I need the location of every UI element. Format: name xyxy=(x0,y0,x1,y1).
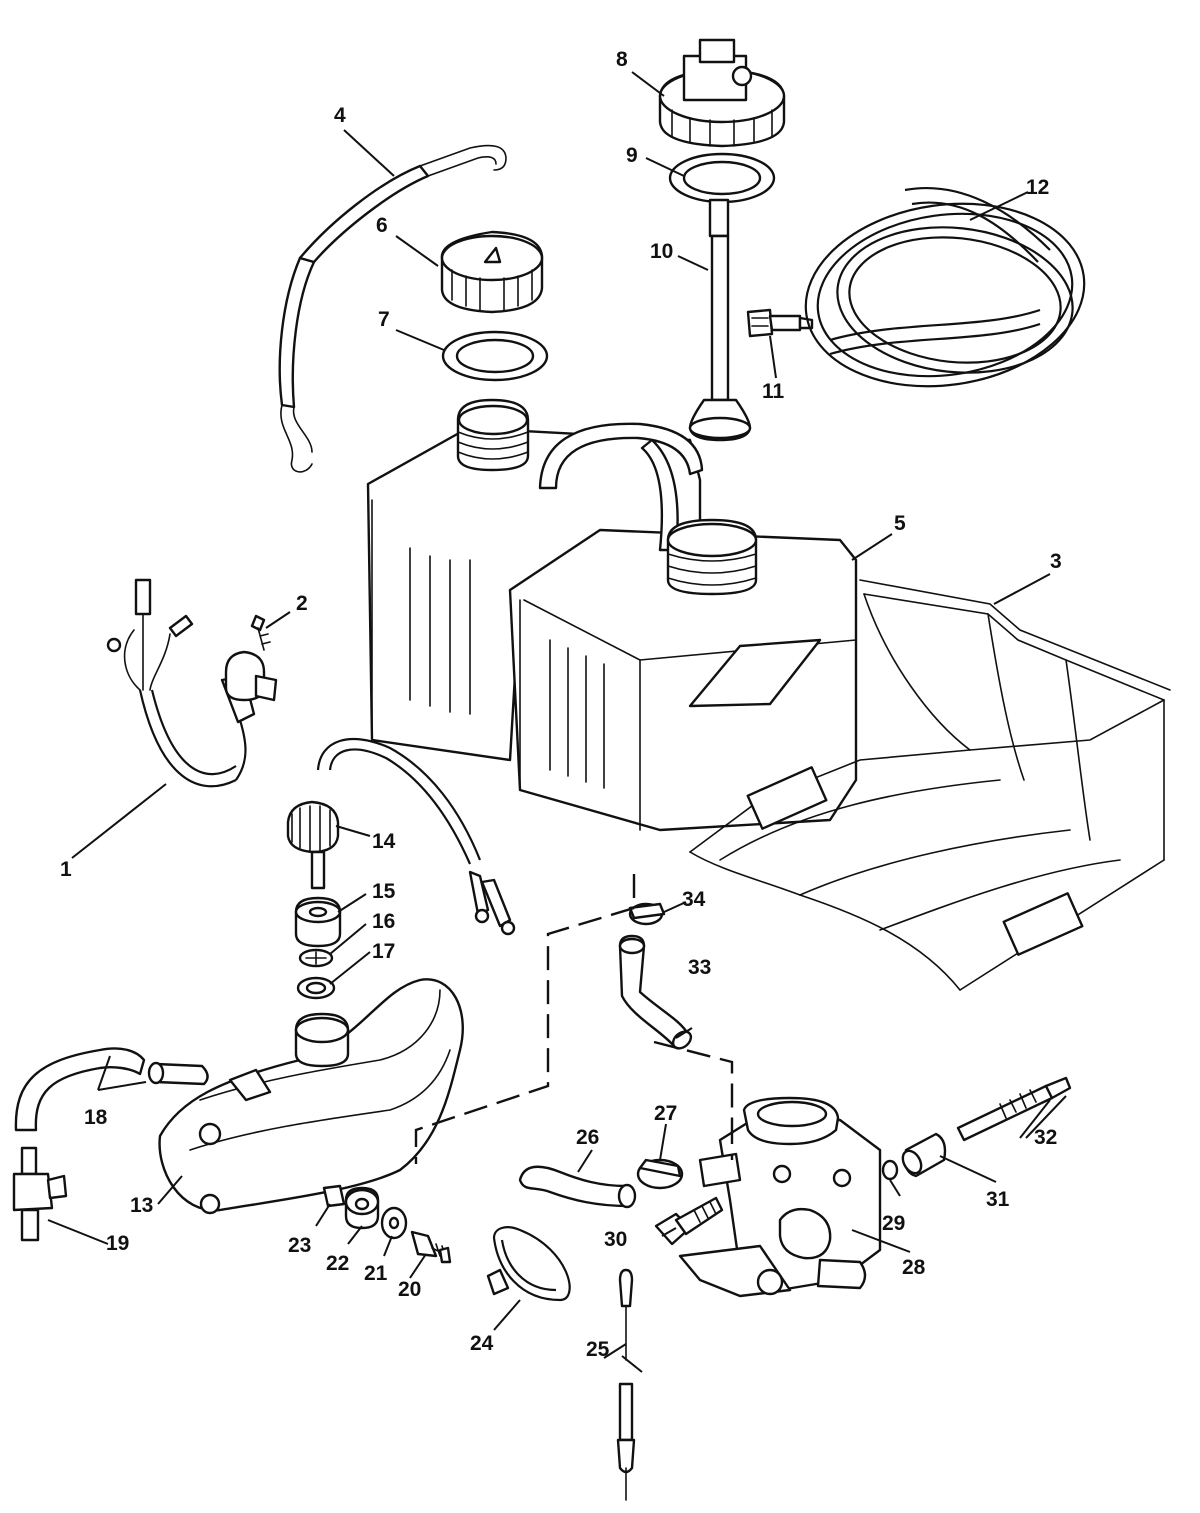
o-ring-part xyxy=(881,1159,899,1181)
callout-20: 20 xyxy=(398,1278,421,1301)
callout-1: 1 xyxy=(60,858,72,881)
callout-29: 29 xyxy=(882,1212,905,1235)
routing-lines xyxy=(414,874,734,1164)
tank-bracket-part xyxy=(689,579,1171,991)
level-sender-part xyxy=(286,737,516,936)
clamp-part xyxy=(486,1226,571,1302)
hose-fitting-part xyxy=(746,308,814,338)
grommet-part xyxy=(344,1186,380,1230)
callout-labels: 1 2 3 4 5 6 7 8 9 10 11 12 13 14 15 16 1… xyxy=(60,48,1062,1361)
callout-9: 9 xyxy=(626,144,638,167)
bushing-part xyxy=(294,896,342,948)
hose-part xyxy=(518,1165,637,1209)
hose-clip-part xyxy=(628,902,666,926)
flat-washer-part xyxy=(296,976,336,1000)
callout-14: 14 xyxy=(372,830,396,853)
callout-31: 31 xyxy=(986,1188,1010,1211)
callout-18: 18 xyxy=(84,1106,108,1129)
hose-coil-part xyxy=(804,186,1086,388)
bolt-part xyxy=(410,1230,452,1264)
callout-8: 8 xyxy=(616,48,628,71)
strap-part xyxy=(278,144,507,473)
callout-17: 17 xyxy=(372,940,395,963)
callout-28: 28 xyxy=(902,1256,926,1279)
callout-16: 16 xyxy=(372,910,395,933)
link-rod-part xyxy=(616,1268,636,1501)
callout-5: 5 xyxy=(894,512,906,535)
cap-gasket-part xyxy=(441,330,549,382)
pump-hose-part xyxy=(618,934,693,1050)
callout-21: 21 xyxy=(364,1262,388,1285)
callout-24: 24 xyxy=(470,1332,494,1355)
wiring-harness-part xyxy=(106,578,278,788)
callout-23: 23 xyxy=(288,1234,311,1257)
oil-tank-part xyxy=(366,398,858,832)
oil-pump-part xyxy=(678,1096,882,1298)
pickup-tube-part xyxy=(688,198,752,442)
callout-11: 11 xyxy=(762,380,785,403)
callout-7: 7 xyxy=(378,308,390,331)
callout-13: 13 xyxy=(130,1194,153,1217)
callout-25: 25 xyxy=(586,1338,610,1361)
sleeve-part xyxy=(322,1184,346,1208)
star-washer-part xyxy=(298,948,334,968)
pickup-cap-part xyxy=(658,38,786,148)
hose-clamp-part xyxy=(636,1158,684,1190)
callout-12: 12 xyxy=(1026,176,1049,199)
callout-27: 27 xyxy=(654,1102,677,1125)
oil-reservoir-part xyxy=(158,978,464,1215)
callout-22: 22 xyxy=(326,1252,349,1275)
callout-26: 26 xyxy=(576,1126,599,1149)
callout-34: 34 xyxy=(682,888,706,911)
leader-lines xyxy=(47,71,1067,1373)
screw-part xyxy=(250,614,271,651)
hose-part xyxy=(14,1047,209,1132)
callout-30: 30 xyxy=(604,1228,627,1251)
drive-bushing-part xyxy=(901,1132,947,1178)
callout-10: 10 xyxy=(650,240,673,263)
callout-32: 32 xyxy=(1034,1126,1057,1149)
drive-shaft-part xyxy=(956,1076,1072,1142)
callout-3: 3 xyxy=(1050,550,1062,573)
pickup-gasket-part xyxy=(668,152,776,204)
callout-2: 2 xyxy=(296,592,308,615)
pump-bolt-part xyxy=(654,1196,724,1246)
callout-6: 6 xyxy=(376,214,388,237)
callout-15: 15 xyxy=(372,880,396,903)
fill-cap-part xyxy=(440,230,544,314)
callout-33: 33 xyxy=(688,956,711,979)
tee-fitting-part xyxy=(12,1146,68,1242)
callout-19: 19 xyxy=(106,1232,129,1255)
callout-4: 4 xyxy=(334,104,346,127)
washer-part xyxy=(380,1206,408,1240)
